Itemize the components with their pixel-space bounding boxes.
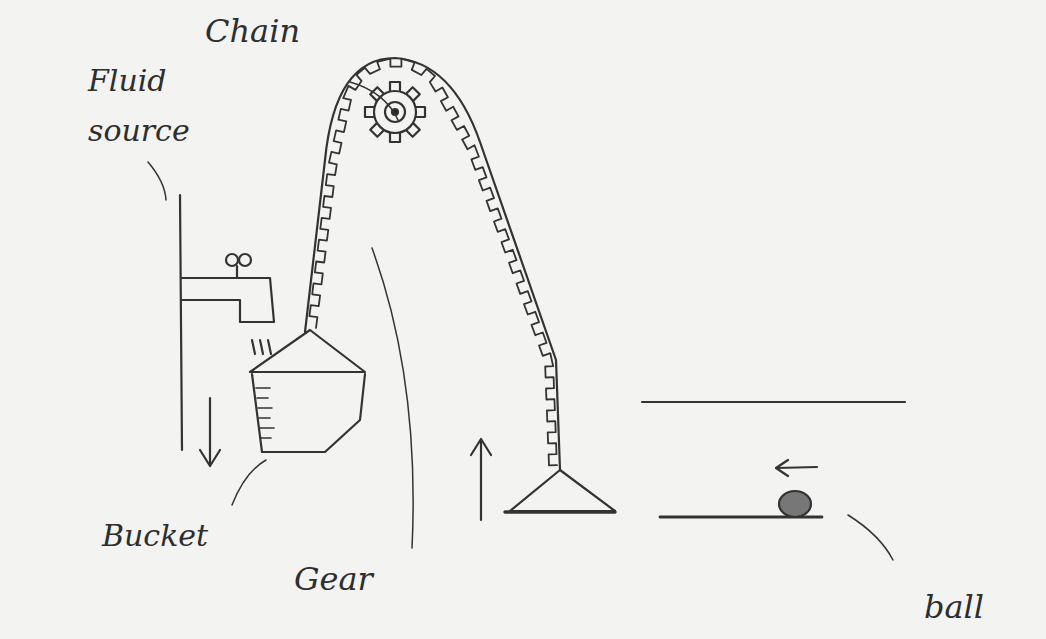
faucet-handle <box>226 254 238 266</box>
bucket-graduations <box>256 388 274 438</box>
leader-line <box>350 82 398 120</box>
part-label: ball <box>924 588 1034 626</box>
platform-hanger <box>510 470 615 511</box>
graduation-tick <box>259 417 270 419</box>
leader-line <box>372 248 413 548</box>
faucet-stem <box>236 266 238 278</box>
chain-teeth <box>309 59 557 466</box>
ball <box>779 491 811 517</box>
part-label: Bucket <box>102 518 242 553</box>
bucket <box>252 374 365 452</box>
faucet-handle <box>239 254 251 266</box>
fluid-drip <box>268 340 271 354</box>
upper-ledge <box>642 401 905 403</box>
chain-links <box>309 59 557 466</box>
graduation-tick <box>257 397 268 399</box>
arrow-head <box>471 439 491 455</box>
lift-platform <box>505 510 615 514</box>
arrow-head <box>200 450 220 466</box>
graduation-tick <box>261 437 271 439</box>
graduation-tick <box>260 427 274 429</box>
arrow-head <box>776 460 788 476</box>
motion-arrow <box>480 440 482 520</box>
part-label: Fluid source <box>88 56 198 156</box>
part-label: Gear <box>294 560 414 598</box>
fluid-drip <box>260 340 263 354</box>
chain-outline <box>305 58 560 470</box>
motion-arrow <box>776 467 817 468</box>
gear <box>365 82 425 142</box>
motion-arrow <box>209 398 211 465</box>
leader-line <box>148 162 166 200</box>
faucet <box>181 278 274 322</box>
part-label: Chain <box>205 12 345 50</box>
graduation-tick <box>256 387 270 389</box>
wall-line <box>180 195 182 450</box>
bucket-hanger <box>250 330 365 372</box>
graduation-tick <box>258 407 272 409</box>
leader-line <box>232 460 266 505</box>
leader-line <box>848 515 893 560</box>
fluid-drip <box>252 340 255 354</box>
